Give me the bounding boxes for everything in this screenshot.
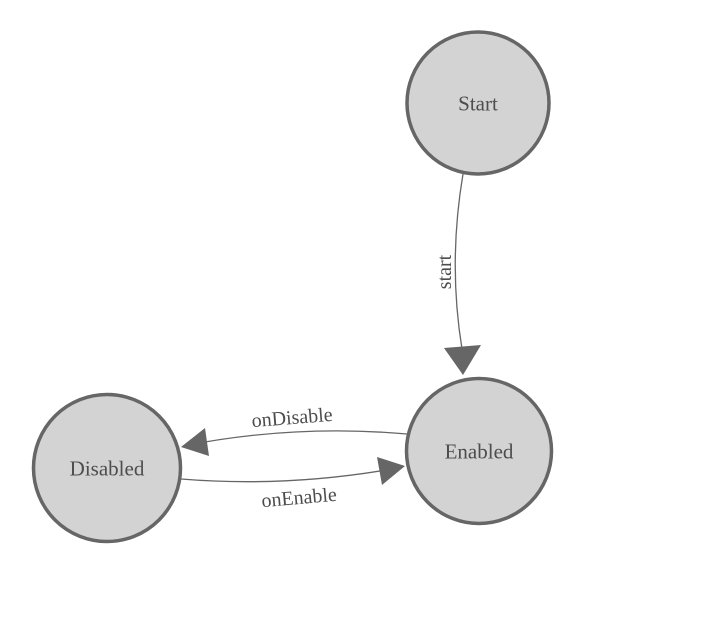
edge-path xyxy=(182,430,408,447)
state-node-label: Enabled xyxy=(445,439,514,463)
edge-path xyxy=(180,466,404,483)
edge-arrowhead-icon xyxy=(377,457,405,485)
state-node-label: Disabled xyxy=(70,456,145,480)
edge-arrowhead-icon xyxy=(444,345,481,375)
edge-start-to-enabled: start xyxy=(434,173,481,375)
state-node-disabled: Disabled xyxy=(31,392,183,544)
edge-arrowhead-icon xyxy=(181,428,209,456)
edge-label: start xyxy=(434,254,456,289)
state-node-start: Start xyxy=(405,30,551,176)
edge-disabled-to-enabled: onEnable xyxy=(180,457,405,513)
state-node-circle xyxy=(31,392,183,544)
state-node-circle xyxy=(404,376,554,526)
state-node-enabled: Enabled xyxy=(404,376,554,526)
edge-path xyxy=(454,173,464,350)
edge-enabled-to-disabled: onDisable xyxy=(181,404,408,456)
edge-label: onEnable xyxy=(261,484,338,513)
edge-label: onDisable xyxy=(251,404,334,432)
state-node-label: Start xyxy=(458,91,498,115)
state-node-circle xyxy=(405,30,551,176)
